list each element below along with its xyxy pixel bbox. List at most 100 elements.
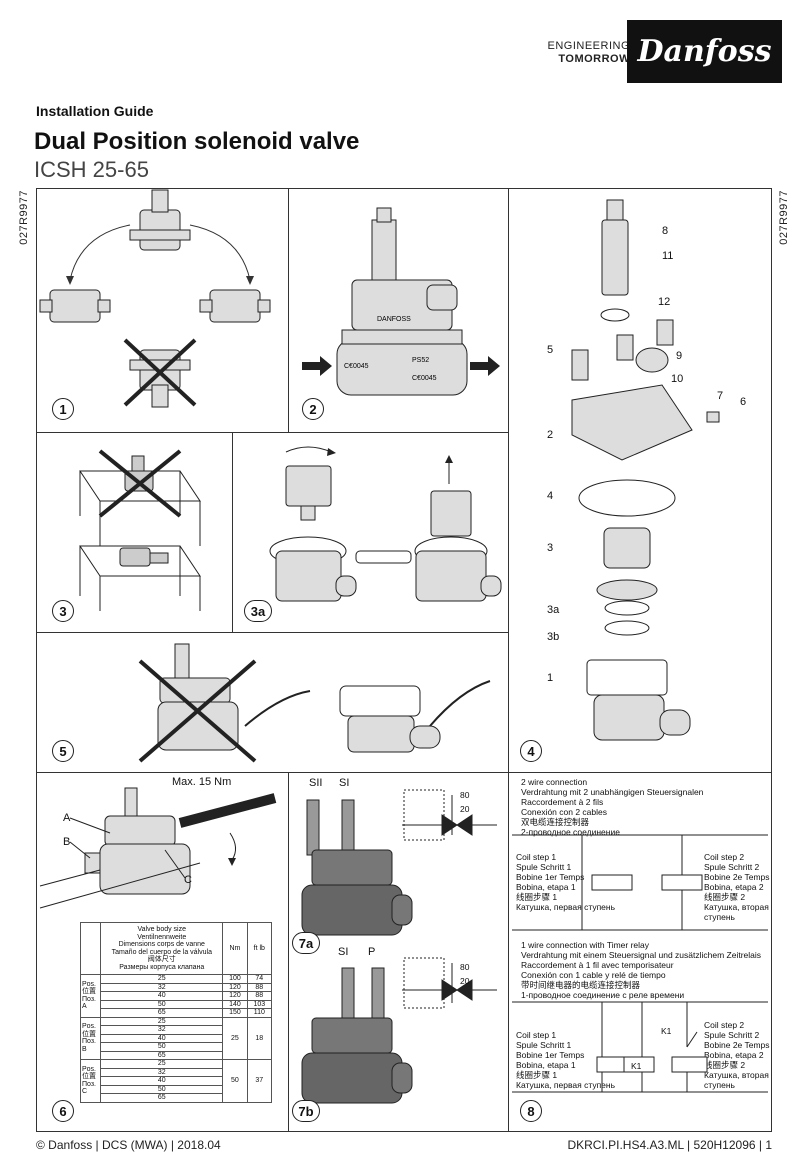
part-label: 3b <box>547 631 560 643</box>
divider <box>288 772 289 1132</box>
table-cell: 40 <box>100 1033 224 1043</box>
divider <box>36 772 772 773</box>
table-cell: 37 <box>246 1059 273 1103</box>
table-cell: 103 <box>246 999 273 1009</box>
panel-number: 4 <box>520 740 542 762</box>
table-cell: 110 <box>246 1008 273 1018</box>
panel-number: 6 <box>52 1100 74 1122</box>
support-diagram <box>79 449 201 611</box>
tagline: ENGINEERING TOMORROW <box>547 40 630 66</box>
part-label: 1 <box>547 672 554 684</box>
side-code-right: 027R9977 <box>778 190 790 245</box>
dim-label: 20 <box>460 976 470 986</box>
diagram-frame <box>36 188 772 1132</box>
tagline-line2: TOMORROW <box>558 53 630 65</box>
table-cell: 65 <box>100 1093 224 1103</box>
page-title: Dual Position solenoid valve <box>34 128 360 155</box>
table-cell: 50 <box>100 1042 224 1052</box>
table-cell: 140 <box>222 999 248 1009</box>
tagline-line1: ENGINEERING <box>547 40 630 52</box>
dim-label: 80 <box>460 962 470 972</box>
part-label: 5 <box>547 344 554 356</box>
divider <box>36 432 508 433</box>
table-cell: 120 <box>222 982 248 992</box>
table-cell: 18 <box>246 1016 273 1060</box>
table-header-corner <box>79 922 102 975</box>
part-label: 3 <box>547 542 554 554</box>
table-cell: 50 <box>100 1084 224 1094</box>
svg-text:C€0045: C€0045 <box>344 363 369 370</box>
part-label: 12 <box>658 296 671 308</box>
divider <box>232 432 233 632</box>
table-cell: 120 <box>222 991 248 1001</box>
part-label: 2 <box>547 429 554 441</box>
part-label: 10 <box>671 373 684 385</box>
table-cell: 32 <box>100 1067 224 1077</box>
table-cell: 88 <box>246 982 273 992</box>
table-cell: 32 <box>100 982 224 992</box>
relay-k1-label: K1 <box>631 1061 642 1071</box>
table-header-size: Valve body size Ventilnennweite Dimensio… <box>100 922 224 975</box>
panel-number: 3 <box>52 600 74 622</box>
svg-text:C€0045: C€0045 <box>412 375 437 382</box>
label-sii: SII <box>309 777 323 789</box>
footer-right: DKRCI.PI.HS4.A3.ML | 520H12096 | 1 <box>567 1138 772 1152</box>
one-wire-schematic <box>512 1001 768 1093</box>
table-cell: 50 <box>222 1059 248 1103</box>
flow-arrow-out-icon <box>470 356 500 376</box>
panel-number: 5 <box>52 740 74 762</box>
table-cell: 50 <box>100 999 224 1009</box>
page-subtitle: ICSH 25-65 <box>34 157 149 182</box>
divider <box>508 188 509 1132</box>
divider <box>288 188 289 432</box>
part-label: 9 <box>676 350 683 362</box>
doc-type: Installation Guide <box>36 103 154 119</box>
valve-brand: DANFOSS <box>377 316 411 323</box>
danfoss-logo: Danfoss <box>627 20 782 83</box>
side-code-left: 027R9977 <box>18 190 30 245</box>
table-cell: 74 <box>246 974 273 984</box>
table-cell: 150 <box>222 1008 248 1018</box>
part-label: 8 <box>662 225 669 237</box>
table-cell: 65 <box>100 1008 224 1018</box>
label-si: SI <box>339 777 350 789</box>
table-header-nm: Nm <box>222 922 248 975</box>
footer-left: © Danfoss | DCS (MWA) | 2018.04 <box>36 1138 221 1152</box>
torque-table: Valve body size Ventilnennweite Dimensio… <box>79 922 273 1103</box>
solenoid-section-diagram <box>301 789 497 1104</box>
callout-a: A <box>63 812 71 824</box>
part-label: 7 <box>717 390 724 402</box>
label-si: SI <box>338 946 349 958</box>
panel-number: 7b <box>292 1100 320 1122</box>
panel-number: 7a <box>292 932 320 954</box>
callout-b: B <box>63 836 71 848</box>
table-cell: 25 <box>100 1016 224 1026</box>
table-cell: 65 <box>100 1050 224 1060</box>
panel-number: 2 <box>302 398 324 420</box>
flow-arrow-in-icon <box>302 356 332 376</box>
welding-diagram <box>138 643 491 763</box>
table-cell: 25 <box>222 1016 248 1060</box>
orientation-diagram <box>39 189 271 408</box>
part-label: 3a <box>547 604 560 616</box>
svg-text:PS52: PS52 <box>412 357 429 364</box>
divider <box>36 632 508 633</box>
table-cell: 40 <box>100 991 224 1001</box>
table-header-ftlb: ft lb <box>246 922 273 975</box>
torque-label: Max. 15 Nm <box>172 776 232 788</box>
panel-number: 3a <box>244 600 272 622</box>
valve-flow-diagram: DANFOSS C€0045 PS52 C€0045 <box>302 207 500 396</box>
label-p: P <box>368 946 376 958</box>
part-label: 11 <box>662 250 674 262</box>
relay-k1-contact-label: K1 <box>661 1026 672 1036</box>
table-cell: 25 <box>100 1059 224 1069</box>
